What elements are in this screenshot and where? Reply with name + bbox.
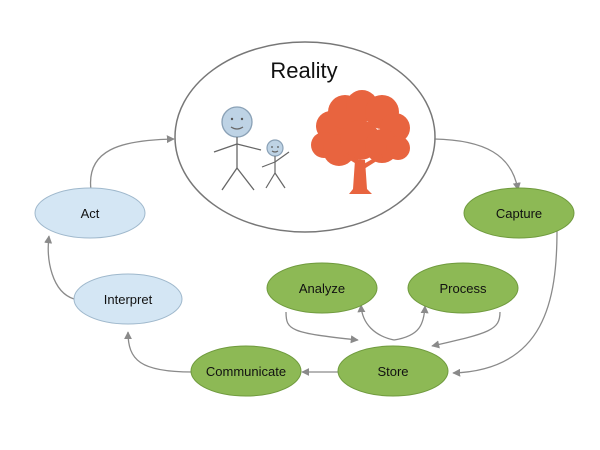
communicate-node: Communicate bbox=[190, 345, 302, 397]
communicate-label: Communicate bbox=[206, 364, 286, 379]
store-ellipse bbox=[337, 345, 449, 397]
interpret-ellipse bbox=[73, 273, 183, 325]
adult-figure-icon bbox=[213, 106, 262, 191]
analyze-label: Analyze bbox=[299, 281, 345, 296]
interpret-label: Interpret bbox=[104, 292, 153, 307]
arrow-capture-to-store bbox=[452, 229, 558, 377]
act-node: Act bbox=[34, 187, 146, 239]
arrow-reality-to-capture bbox=[433, 138, 521, 191]
process-node: Process bbox=[407, 262, 519, 314]
capture-label: Capture bbox=[496, 206, 542, 221]
connectors bbox=[44, 135, 558, 377]
capture-node: Capture bbox=[463, 187, 575, 239]
arrow-process-to-store bbox=[431, 311, 501, 349]
arrow-act-to-reality bbox=[89, 135, 175, 191]
reality-label: Reality bbox=[270, 58, 337, 83]
arrow-store-to-process bbox=[393, 305, 429, 341]
arrow-analyze-to-store bbox=[285, 311, 359, 344]
arrow-store-to-analyze bbox=[357, 304, 395, 341]
reality-ellipse bbox=[174, 41, 436, 233]
process-ellipse bbox=[407, 262, 519, 314]
analyze-node: Analyze bbox=[266, 262, 378, 314]
reality-node: Reality bbox=[174, 41, 436, 233]
process-label: Process bbox=[440, 281, 487, 296]
tree-icon bbox=[311, 90, 410, 194]
arrow-communicate-to-interpret bbox=[124, 331, 193, 373]
store-label: Store bbox=[377, 364, 408, 379]
act-ellipse bbox=[34, 187, 146, 239]
capture-ellipse bbox=[463, 187, 575, 239]
interpret-node: Interpret bbox=[73, 273, 183, 325]
analyze-ellipse bbox=[266, 262, 378, 314]
store-node: Store bbox=[337, 345, 449, 397]
communicate-ellipse bbox=[190, 345, 302, 397]
act-label: Act bbox=[81, 206, 100, 221]
child-figure-icon bbox=[261, 139, 290, 189]
arrow-interpret-to-act bbox=[44, 235, 75, 300]
